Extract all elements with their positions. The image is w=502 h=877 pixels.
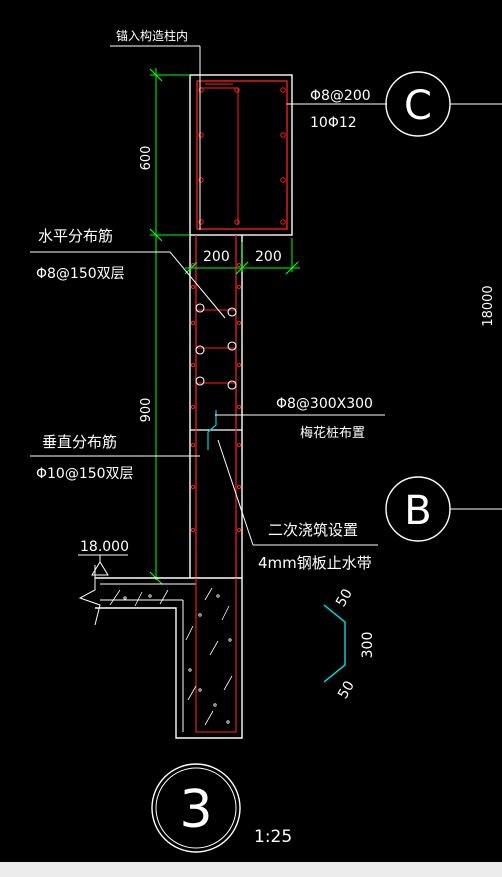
detail-number: 3 [179, 780, 212, 840]
vert-rebar-spec: Φ10@150双层 [36, 466, 134, 482]
dim-200-tick-c [285, 261, 299, 275]
wall-rebar-dots [190, 262, 242, 533]
column-rebar-cage [196, 80, 288, 230]
waterstop-detail [323, 604, 346, 683]
ws-dim-50-bottom: 50 [335, 678, 358, 701]
detail-bubble-inner [155, 767, 237, 849]
anchor-note: 锚入构造柱内 [116, 28, 188, 43]
axis-label-b: B [404, 488, 431, 534]
detail-bubble [151, 763, 241, 853]
waterstop-plate [207, 410, 217, 450]
horiz-rebar-title: 水平分布筋 [38, 227, 113, 245]
pour-note: 二次浇筑设置 [268, 521, 358, 539]
drawing-scale: 1:25 [254, 827, 292, 847]
ws-dim-300: 300 [360, 632, 376, 659]
dim-tick-top [149, 68, 163, 82]
waterstop-note: 4mm钢板止水带 [258, 554, 372, 572]
tie-spec: Φ8@300X300 [276, 396, 373, 412]
column-rebar-spacing: Φ8@200 [310, 88, 371, 104]
dim-600: 600 [139, 146, 154, 171]
pour-leader [217, 439, 254, 546]
concrete-hatch [109, 587, 233, 726]
cross-tie-hooks [195, 303, 237, 390]
tie-note: 梅花桩布置 [300, 425, 365, 441]
cross-ties [196, 309, 236, 384]
dim-200-left: 200 [203, 249, 230, 265]
break-line [78, 565, 101, 626]
axis-label-c: C [404, 83, 432, 129]
column-outline [189, 74, 293, 236]
horiz-rebar-spec: Φ8@150双层 [36, 266, 125, 282]
right-dimension: 18000 [481, 285, 496, 326]
column-rebar-dots [198, 87, 286, 225]
dim-200-tick-b [235, 261, 249, 275]
ws-dim-50-top: 50 [333, 586, 356, 609]
elevation-triangle [91, 561, 109, 576]
vert-rebar-title: 垂直分布筋 [42, 433, 117, 451]
dim-900: 900 [139, 398, 154, 423]
dim-tick-mid [149, 228, 163, 242]
dim-200-right: 200 [255, 249, 282, 265]
column-rebar-main: 10Φ12 [310, 115, 357, 131]
horiz-rebar-leader [169, 251, 226, 319]
slab-outline [95, 577, 243, 739]
elevation-value: 18.000 [80, 539, 129, 555]
